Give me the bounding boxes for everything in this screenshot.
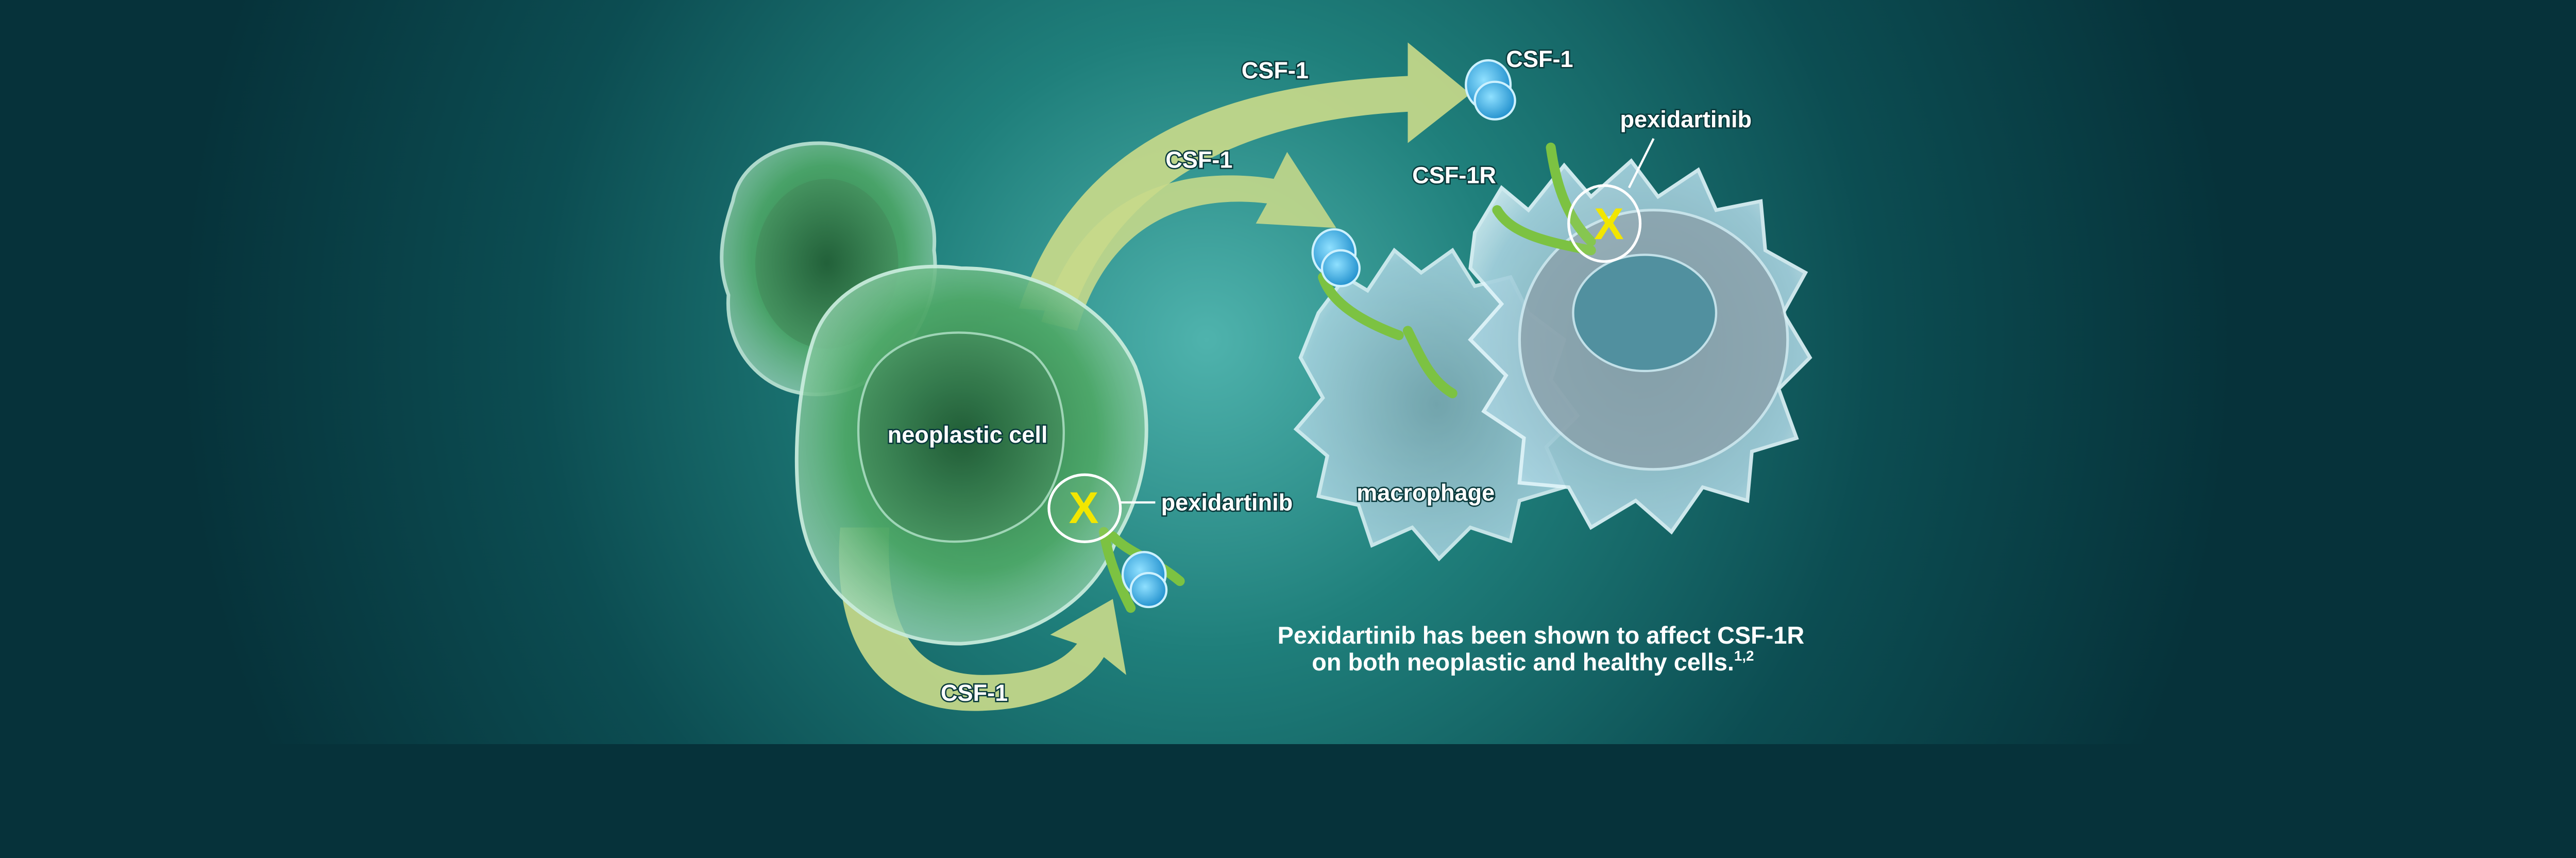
caption-line-1: Pexidartinib has been shown to affect CS… [1278, 622, 1805, 649]
inhibitor-x-icon: X [1594, 199, 1624, 249]
label-pexidartinib-macrophage: pexidartinib [1620, 106, 1752, 132]
label-neoplastic-cell: neoplastic cell [888, 422, 1048, 448]
label-pexidartinib-neoplastic: pexidartinib [1161, 490, 1293, 516]
csf1r-mechanism-diagram: X X CSF-1 CSF-1 CSF-1 CSF-1R pexidartini… [0, 0, 2576, 745]
ligand-bottom-lower [1129, 571, 1168, 609]
csf1-arrow-top [1019, 42, 1470, 313]
inhibition-circle-macrophage: X [1567, 138, 1655, 263]
label-csf1-arrow-top: CSF-1 [1242, 57, 1309, 83]
label-csf1-ligand-top: CSF-1 [1506, 46, 1573, 72]
leader-line [1628, 138, 1655, 189]
csf1r-receptors [1099, 142, 1596, 613]
caption-line-2: on both neoplastic and healthy cells.1,2 [1312, 648, 1754, 676]
neoplastic-cell [794, 264, 1148, 646]
label-csf1r: CSF-1R [1412, 162, 1496, 189]
label-csf1-arrow-bottom: CSF-1 [941, 680, 1008, 706]
csf1-arrow-bottom [839, 527, 1126, 711]
ligand-middle-lower [1320, 249, 1361, 288]
inhibitor-x-icon: X [1069, 483, 1099, 533]
label-macrophage: macrophage [1357, 480, 1495, 506]
healthy-cell [1468, 158, 1812, 535]
csf1-ligands [1121, 59, 1516, 609]
label-csf1-arrow-middle: CSF-1 [1165, 146, 1232, 173]
inhibition-circle-neoplastic: X [1047, 473, 1156, 543]
caption-line-2-text: on both neoplastic and healthy cells. [1312, 649, 1734, 676]
csf1-arrow-middle [1041, 152, 1336, 331]
ligand-top-lower [1473, 80, 1516, 121]
caption-references: 1,2 [1734, 648, 1754, 664]
